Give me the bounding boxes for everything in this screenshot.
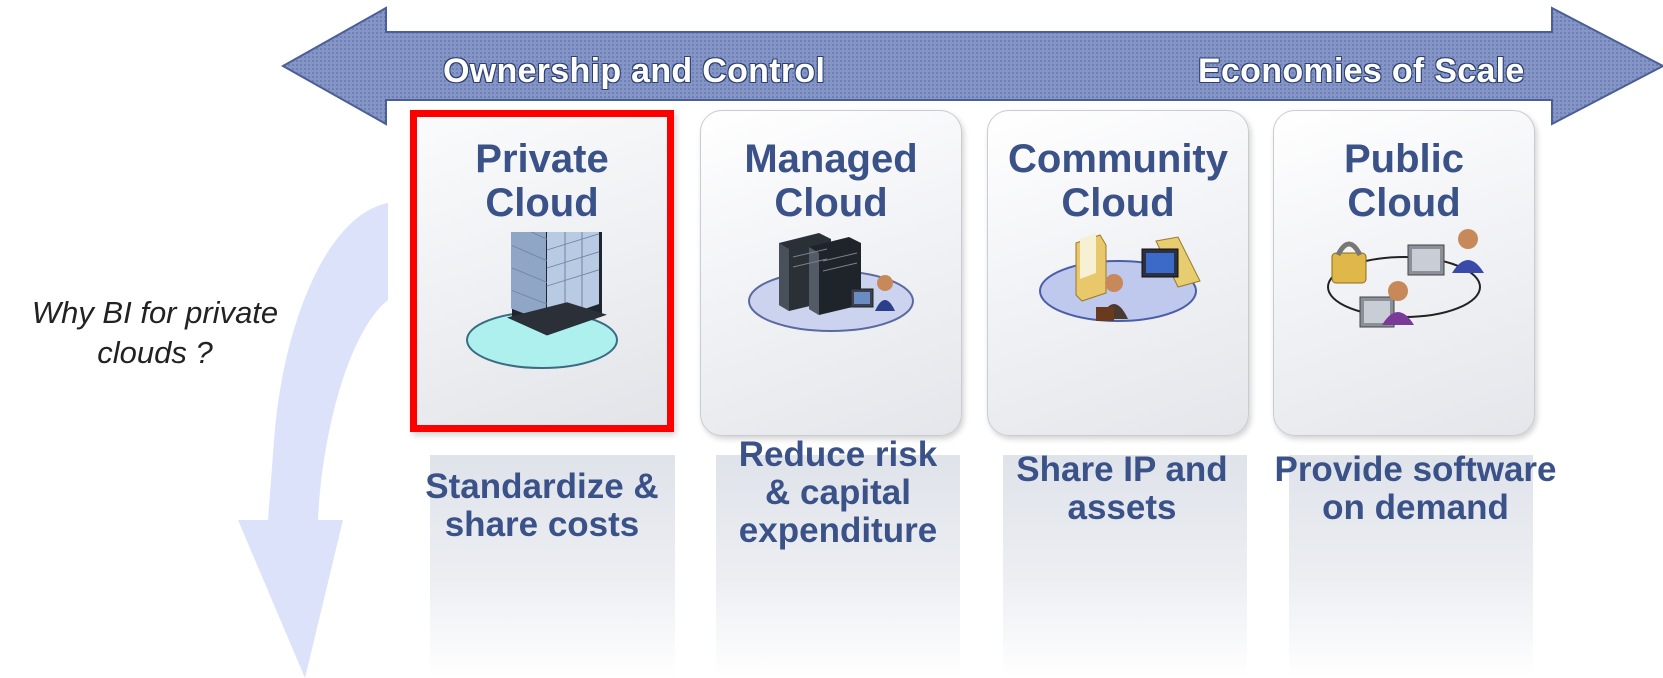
question-line-2: clouds ? — [97, 335, 213, 370]
private-cloud-card[interactable]: Private Cloud — [410, 110, 674, 432]
ownership-control-label: Ownership and Control — [443, 52, 826, 90]
server-rack-icon — [748, 233, 914, 332]
office-building-icon — [466, 232, 618, 369]
community-cloud-card[interactable]: Community Cloud — [987, 110, 1249, 436]
double-headed-arrow-shape — [280, 6, 1663, 126]
card-title: Community Cloud — [1008, 137, 1228, 225]
secure-network-icon — [1327, 229, 1484, 328]
private-cloud-caption: Standardize & share costs — [425, 467, 659, 544]
question-line-1: Why BI for private — [31, 295, 279, 330]
why-bi-question: Why BI for private clouds ? — [0, 293, 310, 373]
public-cloud-caption: Provide software on demand — [1274, 450, 1557, 527]
card-title: Private Cloud — [475, 137, 609, 225]
curved-down-arrow — [238, 203, 388, 678]
caption-column-private — [430, 455, 675, 678]
curved-arrow-body — [238, 203, 388, 678]
card-title: Public Cloud — [1343, 137, 1465, 225]
economies-of-scale-label: Economies of Scale — [1198, 52, 1525, 90]
caption-column-community — [1003, 455, 1247, 678]
card-title: Managed Cloud — [744, 137, 918, 225]
public-cloud-card[interactable]: Public Cloud — [1273, 110, 1535, 436]
shared-folders-icon — [1039, 233, 1201, 322]
managed-cloud-card[interactable]: Managed Cloud — [700, 110, 962, 436]
managed-cloud-caption: Reduce risk & capital expenditure — [738, 435, 938, 550]
scale-arrow — [280, 6, 1663, 126]
community-cloud-caption: Share IP and assets — [1016, 450, 1228, 527]
caption-column-managed — [716, 455, 960, 678]
caption-column-public — [1289, 455, 1533, 678]
